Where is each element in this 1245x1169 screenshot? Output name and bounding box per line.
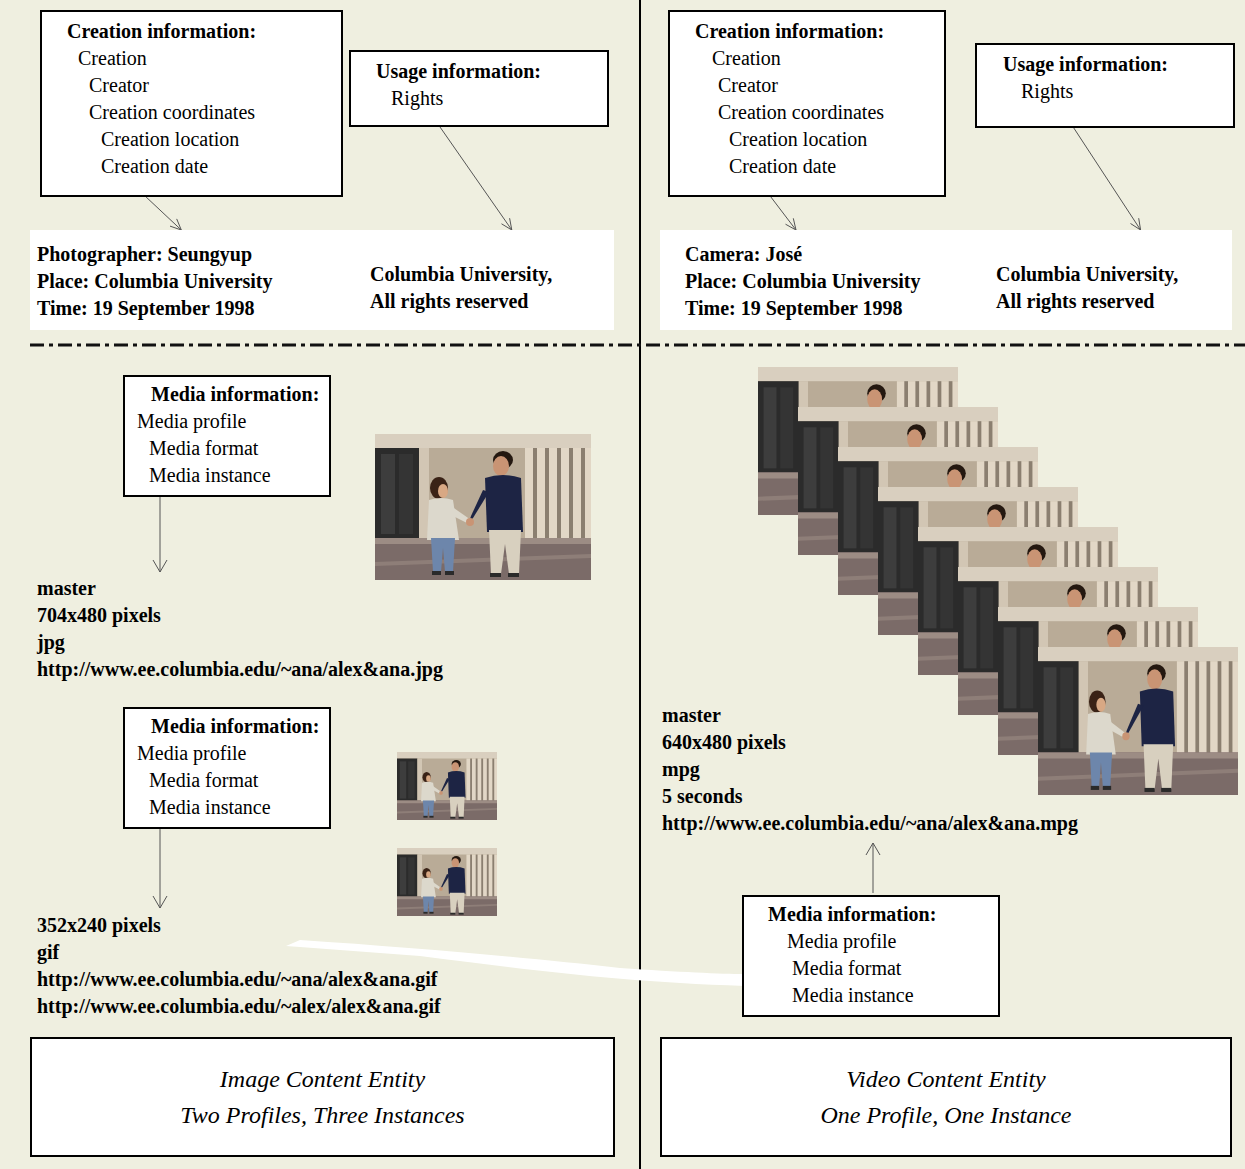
- arrow-connector: [440, 127, 512, 230]
- media-arrows-part: [153, 494, 167, 572]
- media-detail: 5 seconds: [662, 783, 743, 810]
- info-box: Creation information:CreationCreatorCrea…: [40, 10, 343, 197]
- box-text: Creation location: [729, 126, 867, 153]
- box-heading: Creation information:: [67, 18, 256, 45]
- box-text: Creation: [712, 45, 781, 72]
- media-detail: 704x480 pixels: [37, 602, 161, 629]
- box-text: Creation coordinates: [89, 99, 255, 126]
- media-arrows-part: [866, 843, 880, 893]
- box-heading: Creation information:: [695, 18, 884, 45]
- box-text: Media profile: [137, 408, 246, 435]
- box-text: All rights reserved: [370, 288, 529, 315]
- box-text: Photographer: Seungyup: [37, 241, 252, 268]
- photo-part: [397, 848, 497, 916]
- box-text: Place: Columbia University: [37, 268, 273, 295]
- divider-line: [639, 0, 641, 1169]
- box-text: Media format: [149, 435, 258, 462]
- value-panel: Camera: JoséPlace: Columbia UniversityTi…: [660, 230, 1000, 330]
- media-detail: http://www.ee.columbia.edu/~ana/alex&ana…: [37, 966, 437, 993]
- info-box: Media information:Media profileMedia for…: [123, 707, 331, 829]
- media-detail: http://www.ee.columbia.edu/~ana/alex&ana…: [662, 810, 1078, 837]
- box-text: Creator: [718, 72, 778, 99]
- entity-box: Video Content EntityOne Profile, One Ins…: [660, 1037, 1232, 1157]
- box-text: Image Content Entity: [220, 1061, 425, 1097]
- box-heading: Media information:: [151, 381, 319, 408]
- media-detail: jpg: [37, 629, 65, 656]
- info-box: Usage information:Rights: [975, 43, 1235, 128]
- box-text: Creator: [89, 72, 149, 99]
- box-text: Creation location: [101, 126, 239, 153]
- box-text: Video Content Entity: [846, 1061, 1046, 1097]
- info-box: Creation information:CreationCreatorCrea…: [668, 10, 946, 197]
- box-text: Creation date: [101, 153, 208, 180]
- box-text: Time: 19 September 1998: [685, 295, 903, 322]
- box-text: Media instance: [149, 794, 271, 821]
- box-text: Two Profiles, Three Instances: [180, 1097, 464, 1133]
- video-frames: [758, 367, 1238, 795]
- box-text: Media instance: [149, 462, 271, 489]
- arrow-connector: [771, 197, 796, 230]
- media-detail: master: [37, 575, 96, 602]
- media-detail: mpg: [662, 756, 700, 783]
- video-frames-part: [1038, 647, 1238, 795]
- media-detail: http://www.ee.columbia.edu/~alex/alex&an…: [37, 993, 441, 1020]
- box-text: Camera: José: [685, 241, 802, 268]
- box-text: Media format: [792, 955, 901, 982]
- box-text: Time: 19 September 1998: [37, 295, 255, 322]
- box-text: Place: Columbia University: [685, 268, 921, 295]
- value-panel: Columbia University,All rights reserved: [985, 230, 1232, 330]
- box-text: All rights reserved: [996, 288, 1155, 315]
- media-detail: 352x240 pixels: [37, 912, 161, 939]
- arrow-connector: [1074, 128, 1141, 230]
- info-box: Usage information:Rights: [349, 50, 609, 127]
- box-text: Rights: [1021, 78, 1073, 105]
- media-arrows-part: [153, 826, 167, 908]
- box-text: Media profile: [787, 928, 896, 955]
- box-text: One Profile, One Instance: [820, 1097, 1071, 1133]
- box-text: Creation date: [729, 153, 836, 180]
- photo-part: [375, 434, 591, 580]
- media-detail: 640x480 pixels: [662, 729, 786, 756]
- value-panel: Photographer: SeungyupPlace: Columbia Un…: [30, 230, 352, 330]
- arrow-connector: [146, 197, 181, 230]
- media-detail: http://www.ee.columbia.edu/~ana/alex&ana…: [37, 656, 443, 683]
- media-detail: gif: [37, 939, 59, 966]
- photo-part: [397, 752, 497, 820]
- dash-dot-separator: [30, 344, 1245, 347]
- box-heading: Usage information:: [1003, 51, 1168, 78]
- entity-box: Image Content EntityTwo Profiles, Three …: [30, 1037, 615, 1157]
- box-text: Rights: [391, 85, 443, 112]
- box-text: Media profile: [137, 740, 246, 767]
- box-text: Media format: [149, 767, 258, 794]
- box-heading: Media information:: [151, 713, 319, 740]
- info-box: Media information:Media profileMedia for…: [742, 895, 1000, 1017]
- box-text: Creation coordinates: [718, 99, 884, 126]
- box-text: Media instance: [792, 982, 914, 1009]
- value-panel: Columbia University,All rights reserved: [352, 230, 614, 330]
- box-heading: Usage information:: [376, 58, 541, 85]
- box-text: Columbia University,: [370, 261, 552, 288]
- box-text: Creation: [78, 45, 147, 72]
- info-box: Media information:Media profileMedia for…: [123, 375, 331, 497]
- box-text: Columbia University,: [996, 261, 1178, 288]
- media-detail: master: [662, 702, 721, 729]
- box-heading: Media information:: [768, 901, 936, 928]
